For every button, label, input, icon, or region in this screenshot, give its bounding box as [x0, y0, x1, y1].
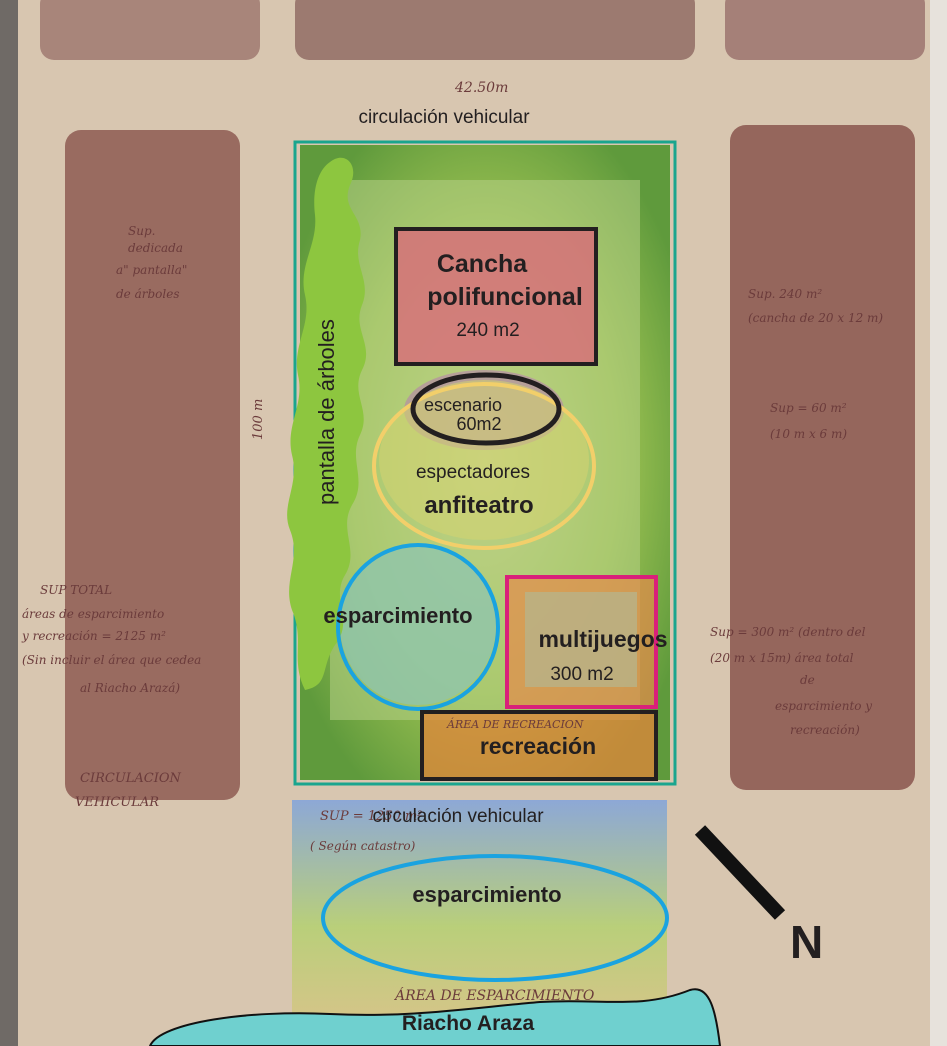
court-label-line1: Cancha: [437, 250, 528, 278]
stage-outline: [410, 372, 562, 446]
recreation-fill: [424, 713, 656, 778]
note-right-multi-line: de: [800, 673, 815, 687]
paper-edge-right: [930, 0, 947, 1046]
block-right: [730, 125, 915, 790]
recreation-outline: [420, 710, 658, 781]
note-total-line: (Sin incluir el área que cedea: [22, 653, 201, 667]
multigames-outline: [505, 575, 658, 709]
south-leisure-label: esparcimiento: [412, 882, 561, 907]
note-left-line: de árboles: [116, 287, 180, 301]
note-right-multi-line: recreación): [790, 723, 860, 737]
dimension-side: 100 m: [251, 399, 266, 440]
cadastre-note: ( Según catastro): [310, 839, 416, 853]
south-leisure-area: [292, 800, 667, 1030]
stage-label: escenario: [424, 395, 502, 415]
multigames-label: multijuegos: [538, 626, 667, 652]
court-area-label: 240 m2: [456, 320, 519, 341]
note-total: SUP TOTAL áreas de esparcimiento y recre…: [21, 583, 201, 695]
note-total-line: áreas de esparcimiento: [22, 607, 164, 621]
amphitheatre-label: anfiteatro: [424, 492, 533, 519]
court-label-line2: polifuncional: [427, 283, 583, 311]
note-left-line: dedicada: [128, 241, 183, 255]
note-right-stage-line: Sup = 60 m²: [770, 401, 847, 415]
note-right-court: Sup. 240 m² (cancha de 20 x 12 m): [748, 287, 883, 325]
amphitheatre-fill: [379, 380, 589, 540]
river-label: Riacho Araza: [402, 1012, 535, 1035]
leisure-fill: [340, 545, 496, 705]
block-top-right: [725, 0, 925, 60]
dimension-top: 42.50m: [454, 80, 508, 96]
note-left-line: a" pantalla": [116, 263, 187, 277]
note-right-multi-line: Sup = 300 m² (dentro del: [710, 625, 866, 639]
block-top-left: [40, 0, 260, 60]
river: [148, 988, 722, 1046]
note-left-line: Sup.: [128, 224, 155, 238]
street-top-label: circulación vehicular: [358, 107, 530, 128]
recreation-small-note: ÁREA DE RECREACION: [446, 717, 584, 731]
note-right-court-line: (cancha de 20 x 12 m): [748, 311, 883, 325]
spectators-label: espectadores: [416, 462, 530, 483]
note-total-line: y recreación = 2125 m²: [21, 629, 166, 643]
north-label: N: [790, 916, 823, 968]
amphitheatre-outline: [372, 382, 596, 550]
south-area-note: ÁREA DE ESPARCIMIENTO: [393, 986, 595, 1004]
multigames-inner: [525, 592, 637, 687]
south-leisure-outline: [321, 854, 669, 982]
north-arrow: [694, 825, 786, 920]
paper-edge-left: [0, 0, 18, 1046]
circulation-left-note: CIRCULACION VEHICULAR: [75, 771, 182, 810]
circ-left-line: VEHICULAR: [75, 795, 159, 810]
south-sup-note: SUP = 1250 m²: [320, 809, 423, 824]
street-bottom-label: circulación vehicular: [372, 806, 544, 827]
circ-left-line: CIRCULACION: [80, 771, 182, 786]
block-top-middle: [295, 0, 695, 60]
note-right-stage: Sup = 60 m² (10 m x 6 m): [770, 401, 847, 441]
note-right-court-line: Sup. 240 m²: [748, 287, 822, 301]
note-left: Sup. dedicada a" pantalla" de árboles: [116, 224, 187, 301]
court-outline: [394, 227, 598, 366]
leisure-outline: [336, 543, 500, 711]
note-right-multi-line: esparcimiento y: [775, 699, 872, 713]
note-total-line: al Riacho Arazá): [80, 681, 180, 695]
court-fill: [398, 230, 596, 363]
note-total-line: SUP TOTAL: [40, 583, 112, 597]
tree-screen-label: pantalla de árboles: [314, 319, 339, 505]
recreation-label: recreación: [480, 733, 596, 759]
note-right-multi: Sup = 300 m² (dentro del (20 m x 15m) ár…: [710, 625, 872, 737]
note-right-stage-line: (10 m x 6 m): [770, 427, 847, 441]
block-left: [65, 130, 240, 800]
leisure-label: esparcimiento: [323, 603, 472, 628]
note-right-multi-line: (20 m x 15m) área total: [710, 651, 854, 665]
tree-screen: [287, 157, 367, 690]
multigames-area-label: 300 m2: [550, 664, 613, 685]
stage-area-label: 60m2: [456, 414, 501, 434]
